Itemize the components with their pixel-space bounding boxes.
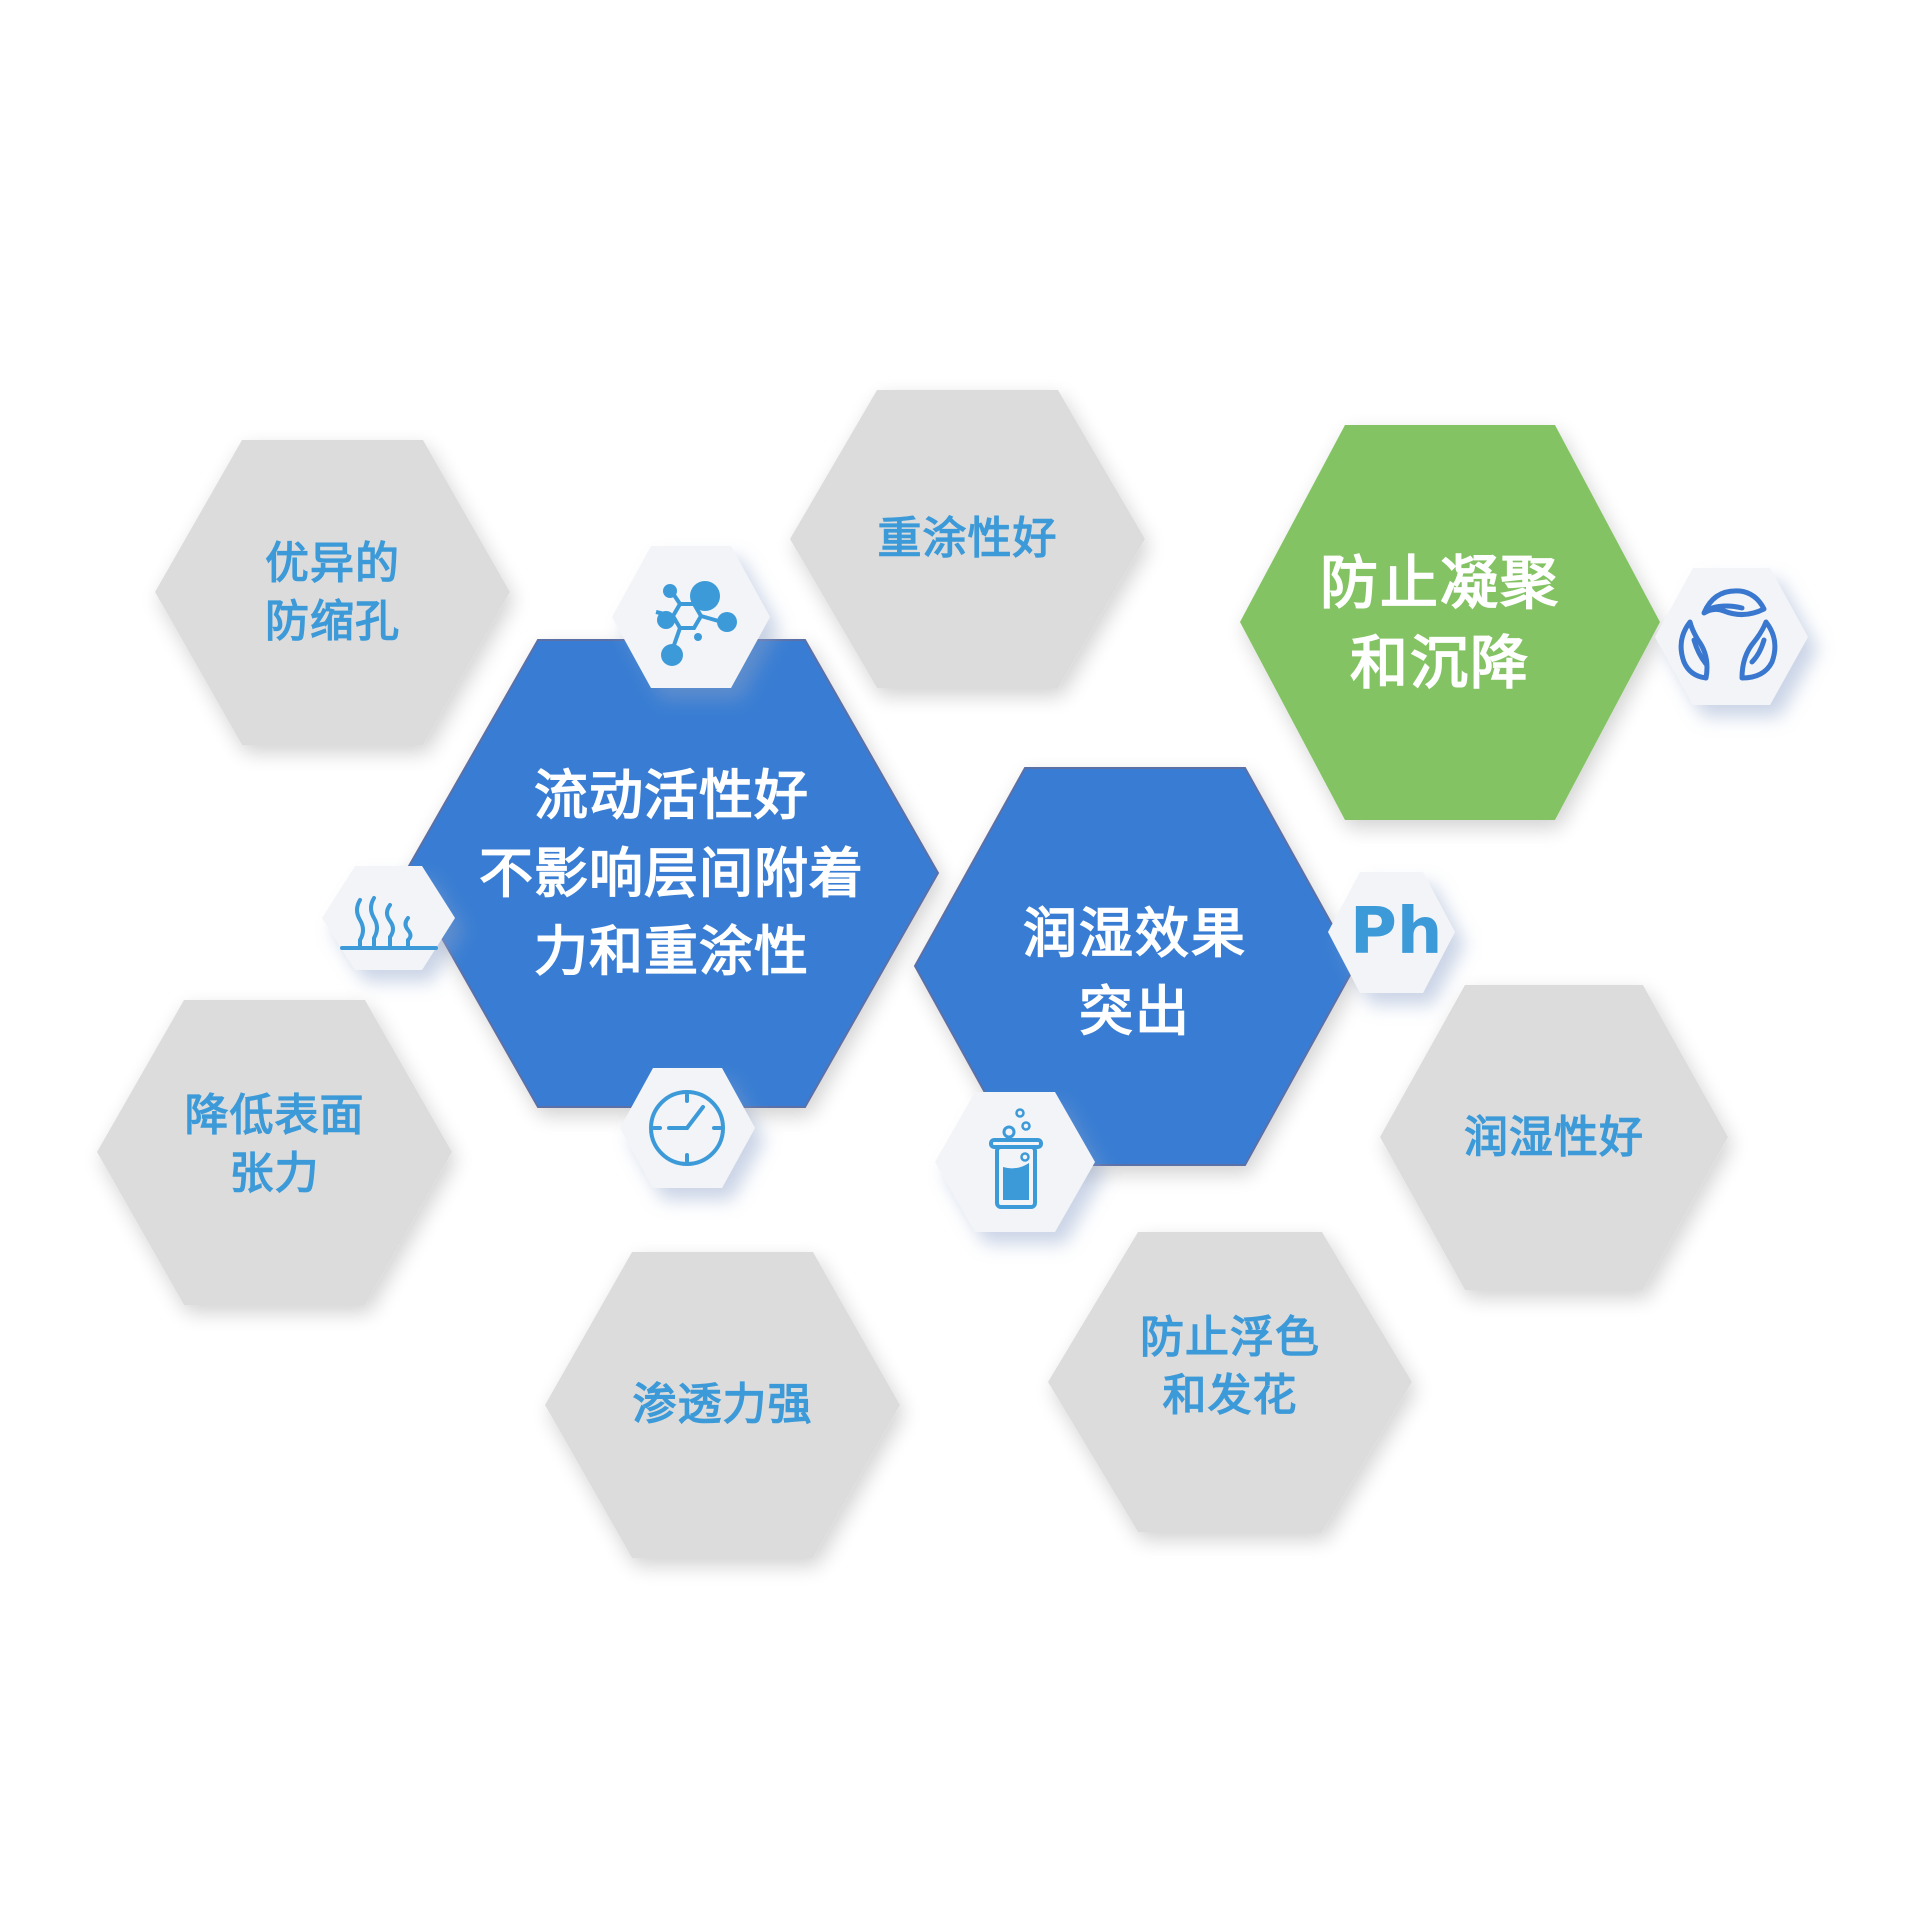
hex-prevent-floating-flooding (1048, 1232, 1412, 1532)
hex-excellent-anti-cratering (155, 440, 510, 745)
surface-steam-icon (340, 896, 438, 950)
hex-reduce-surface-tension (97, 1000, 452, 1305)
beaker-icon-hex (935, 1092, 1095, 1232)
beaker-icon (989, 1108, 1043, 1209)
molecule-icon (655, 581, 737, 666)
recycle-leaf-icon (1678, 588, 1778, 681)
clock-icon (649, 1090, 725, 1166)
hex-strong-penetration (545, 1252, 900, 1558)
hex-good-recoatability (790, 390, 1145, 688)
molecule-icon-hex (612, 546, 770, 688)
hex-good-flow-activity (403, 639, 940, 1108)
ph-icon-hex (1328, 872, 1455, 993)
recycle-icon-hex (1655, 568, 1808, 705)
hex-prevent-flocculation-settling (1240, 425, 1660, 820)
hex-good-wettability (1380, 985, 1728, 1290)
ph-icon-label: Ph (1350, 895, 1443, 969)
